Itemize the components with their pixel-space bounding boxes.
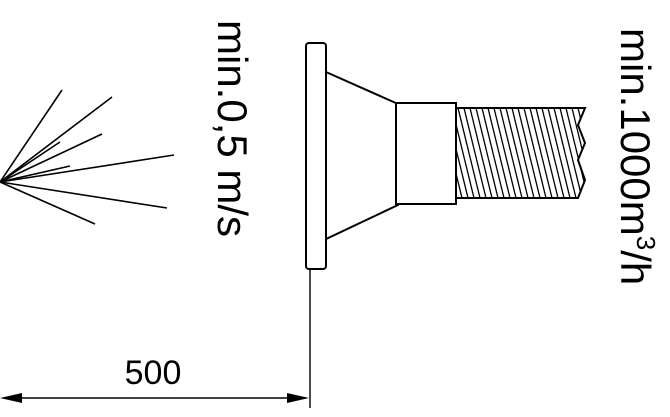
airflow-rate-label: min.1000m3/h — [612, 28, 661, 285]
hose-rib — [463, 108, 487, 198]
spray-line — [0, 89, 63, 183]
dimension-arrow-right — [287, 393, 309, 403]
hose-rib — [487, 108, 511, 198]
hose-rib — [475, 108, 499, 198]
spray-line — [0, 154, 175, 183]
hose-rib — [523, 108, 547, 198]
hose-rib — [481, 108, 505, 198]
hose-outline — [456, 107, 587, 199]
dimension-arrow-left — [0, 393, 22, 403]
nozzle-collar — [395, 102, 457, 205]
hose-rib — [493, 108, 517, 198]
hose-rib — [559, 108, 583, 198]
nozzle-flange — [305, 42, 327, 270]
hose-rib — [547, 108, 571, 198]
hose-rib — [541, 108, 565, 198]
distance-label: 500 — [125, 354, 182, 392]
hose-rib — [535, 108, 559, 198]
hose-rib — [511, 108, 535, 198]
hose-rib — [457, 108, 481, 198]
airflow-spray-lines — [0, 89, 175, 225]
hose-rib — [590, 108, 612, 198]
hose-rib — [517, 108, 541, 198]
hose-rib — [499, 108, 523, 198]
spray-line — [0, 165, 71, 183]
spray-line — [0, 96, 113, 183]
flexible-hose — [456, 107, 612, 199]
hose-rib — [565, 108, 585, 198]
spray-line — [0, 141, 61, 183]
spray-line — [0, 181, 96, 225]
hose-rib — [553, 108, 577, 198]
hose-rib — [583, 108, 585, 198]
hose-rib — [469, 108, 493, 198]
hose-rib — [456, 108, 475, 198]
hose-rib — [505, 108, 529, 198]
spray-line — [0, 133, 103, 183]
hose-rib — [529, 108, 553, 198]
distance-dimension: 500 — [0, 354, 309, 403]
hose-rib — [456, 108, 463, 198]
hose-rib — [456, 108, 469, 198]
velocity-label: min.0,5 m/s — [209, 20, 256, 237]
nozzle-cone — [325, 70, 399, 241]
spray-line — [0, 181, 168, 209]
